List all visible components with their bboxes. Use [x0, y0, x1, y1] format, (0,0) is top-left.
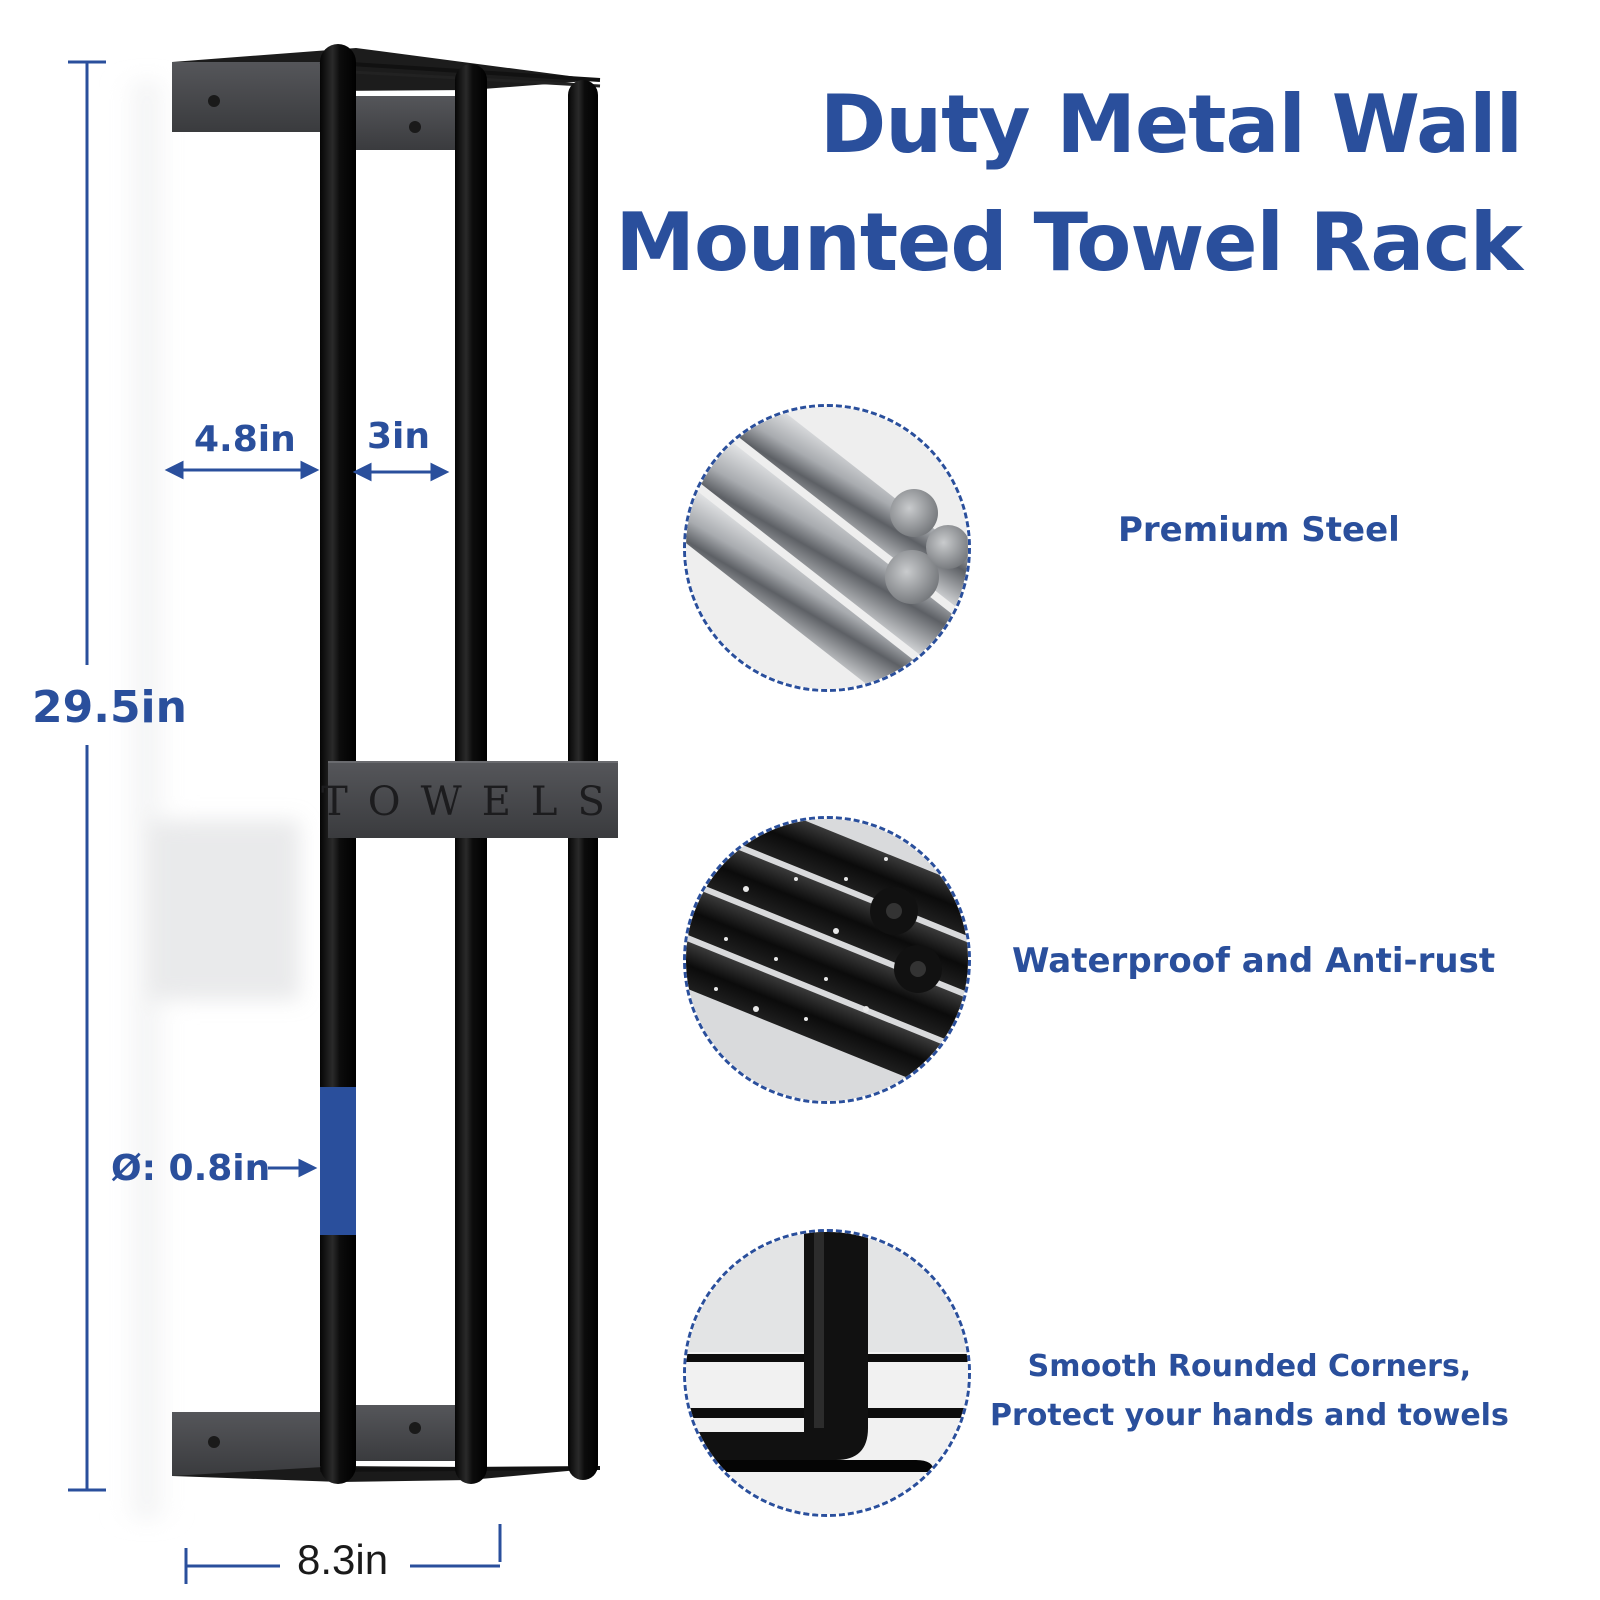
steel-rods-closeup-icon — [683, 404, 971, 692]
depth-arrows — [164, 460, 450, 482]
bar-diameter-label: Ø: 0.8in — [111, 1148, 271, 1189]
towels-label-plate: TOWELS — [321, 761, 625, 838]
top-wall-bracket — [172, 48, 601, 150]
page-title-line-2: Mounted Towel Rack — [615, 196, 1523, 289]
width-dimension-line — [184, 1524, 502, 1584]
bar-spacing-label: 3in — [367, 416, 431, 457]
bar-diameter-highlight — [320, 1087, 356, 1235]
rounded-corner-closeup-icon — [683, 1229, 971, 1517]
diameter-pointer — [268, 1158, 318, 1178]
wet-black-rods-closeup-icon — [683, 816, 971, 1104]
wall-shadow — [112, 80, 300, 1520]
bottom-wall-bracket — [172, 1405, 601, 1482]
feature-waterproof: Waterproof and Anti-rust — [1012, 941, 1496, 981]
height-label: 29.5in — [32, 682, 187, 733]
feature-premium-steel: Premium Steel — [1118, 510, 1400, 550]
total-depth-label: 8.3in — [297, 1536, 389, 1583]
page-title-line-1: Duty Metal Wall — [819, 78, 1523, 171]
plate-label: TOWELS — [321, 779, 625, 825]
feature-rounded-corners: Smooth Rounded Corners, Protect your han… — [990, 1349, 1509, 1433]
bracket-depth-label: 4.8in — [194, 419, 296, 460]
height-dimension-line — [68, 60, 106, 1492]
